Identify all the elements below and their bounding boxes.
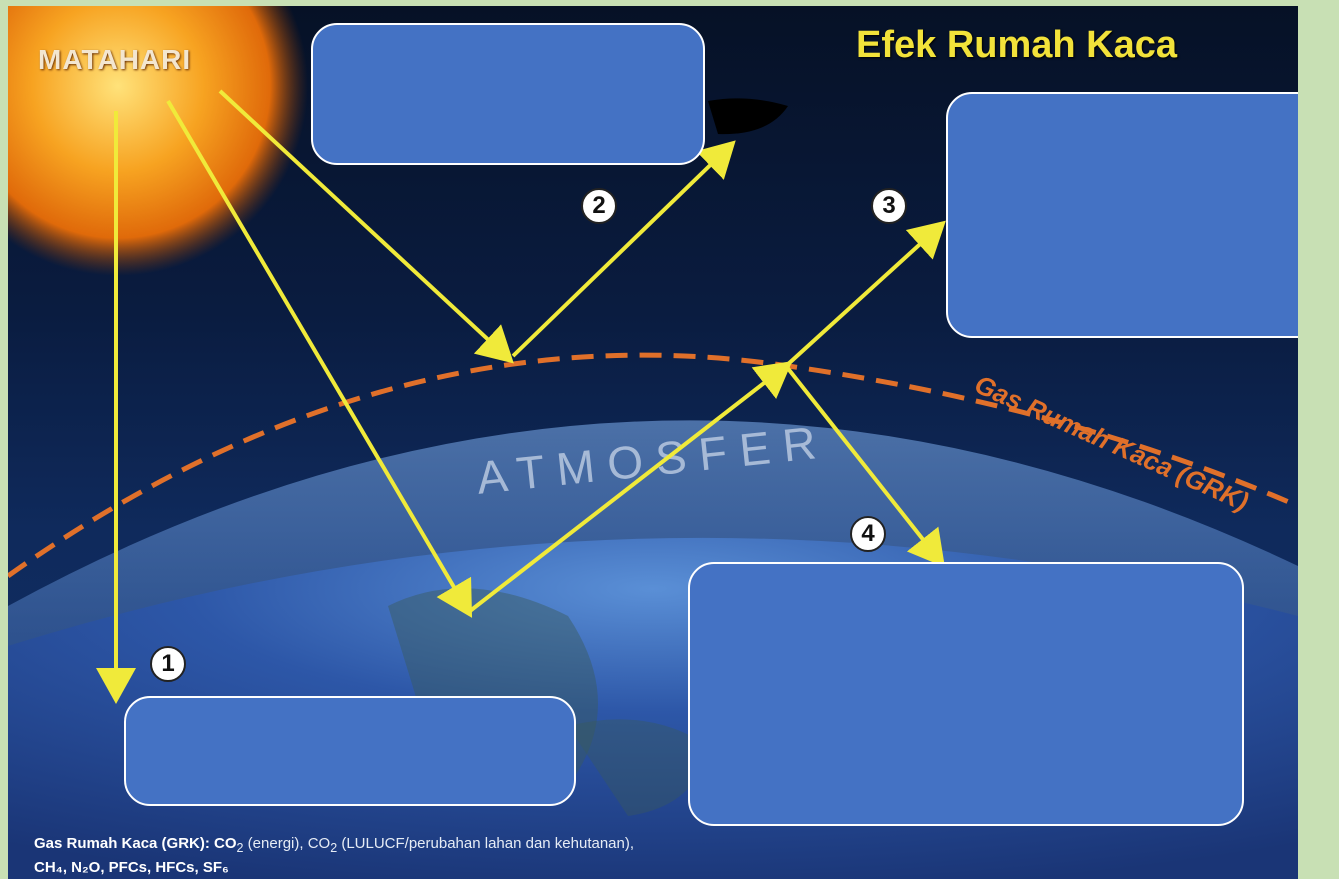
footnote-gases: CH₄, N₂O, PFCs, HFCs, SF₆ (34, 859, 229, 876)
footnote-line-1: Gas Rumah Kaca (GRK): CO2 (energi), CO2 … (34, 834, 1034, 858)
land-mass (568, 719, 708, 816)
greenhouse-effect-diagram: A T M O S F E R Gas Rumah Kaca (GRK) MAT… (8, 6, 1298, 879)
subscript: 2 (330, 841, 338, 855)
answer-box-1[interactable] (124, 696, 576, 806)
arrow-sun-to-surface (166, 99, 473, 618)
answer-box-4[interactable] (688, 562, 1244, 826)
arrow-reflected-space (511, 140, 736, 358)
footnote-text: (energi), CO (247, 835, 331, 852)
ghg-layer-line (8, 352, 1298, 579)
marker-2: 2 (581, 188, 617, 224)
marker-1: 1 (150, 646, 186, 682)
marker-3: 3 (871, 188, 907, 224)
arrow-surface-to-atmosphere (468, 361, 793, 613)
arrow-escape-space (784, 220, 946, 368)
arrow-back-to-earth (784, 364, 945, 568)
arrow-sun-to-atmosphere (218, 89, 514, 364)
answer-box-2[interactable] (311, 23, 705, 165)
dark-shape (708, 98, 788, 135)
subscript: 2 (236, 841, 244, 855)
marker-4: 4 (850, 516, 886, 552)
footnote-text: (LULUCF/perubahan lahan dan kehutanan), (341, 835, 635, 852)
footnote-line-2: CH₄, N₂O, PFCs, HFCs, SF₆ (34, 858, 1034, 878)
answer-box-3[interactable] (946, 92, 1298, 338)
sun-label: MATAHARI (38, 44, 192, 75)
ghg-footnote: Gas Rumah Kaca (GRK): CO2 (energi), CO2 … (34, 834, 1034, 878)
radiation-arrows (96, 89, 946, 704)
diagram-title: Efek Rumah Kaca (856, 24, 1178, 66)
footnote-bold: Gas Rumah Kaca (GRK): CO (34, 835, 237, 852)
